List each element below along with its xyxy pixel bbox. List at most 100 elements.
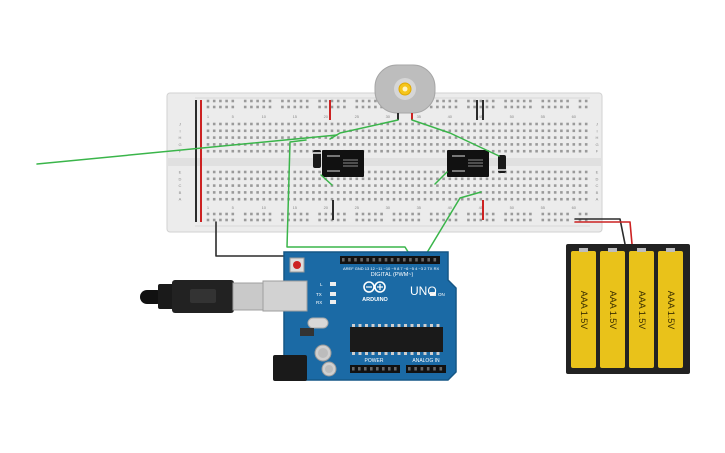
breadboard-hole[interactable] (417, 184, 421, 187)
breadboard-hole[interactable] (560, 170, 563, 174)
breadboard-hole[interactable] (467, 143, 470, 146)
breadboard-hole[interactable] (281, 184, 284, 187)
breadboard-hole[interactable] (436, 136, 439, 139)
breadboard-hole[interactable] (343, 143, 346, 146)
breadboard-hole[interactable] (305, 170, 309, 174)
breadboard-hole[interactable] (504, 122, 507, 126)
breadboard-hole[interactable] (491, 122, 495, 126)
breadboard-hole[interactable] (299, 170, 303, 174)
breadboard-hole[interactable] (485, 212, 489, 216)
breadboard-hole[interactable] (529, 212, 532, 216)
breadboard-hole[interactable] (287, 218, 290, 222)
breadboard-hole[interactable] (529, 197, 532, 201)
breadboard-hole[interactable] (516, 191, 520, 194)
breadboard-hole[interactable] (380, 212, 383, 216)
breadboard-hole[interactable] (225, 170, 228, 174)
bottom-pins[interactable] (352, 367, 443, 371)
breadboard-hole[interactable] (318, 136, 321, 139)
breadboard-hole[interactable] (268, 122, 272, 126)
breadboard-hole[interactable] (566, 122, 569, 126)
breadboard-hole[interactable] (361, 122, 365, 126)
breadboard-hole[interactable] (423, 136, 427, 139)
breadboard-hole[interactable] (318, 129, 321, 133)
breadboard-holes[interactable] (206, 99, 588, 222)
breadboard-hole[interactable] (429, 212, 433, 216)
breadboard-hole[interactable] (349, 184, 352, 187)
breadboard-hole[interactable] (256, 136, 259, 139)
breadboard-hole[interactable] (312, 177, 315, 181)
breadboard-hole[interactable] (219, 218, 222, 222)
breadboard-jumpers[interactable] (195, 100, 484, 222)
breadboard-hole[interactable] (380, 143, 383, 146)
breadboard-hole[interactable] (510, 191, 514, 194)
breadboard-hole[interactable] (429, 129, 433, 133)
breadboard-hole[interactable] (566, 136, 569, 139)
breadboard-hole[interactable] (454, 143, 458, 146)
breadboard-hole[interactable] (312, 191, 315, 194)
diode-right[interactable] (498, 155, 506, 173)
breadboard-hole[interactable] (243, 122, 247, 126)
breadboard-hole[interactable] (467, 105, 470, 109)
breadboard-hole[interactable] (417, 218, 421, 222)
breadboard-hole[interactable] (578, 191, 582, 194)
breadboard-hole[interactable] (281, 105, 284, 109)
breadboard-hole[interactable] (460, 184, 464, 187)
breadboard-hole[interactable] (566, 99, 569, 103)
breadboard-hole[interactable] (504, 143, 507, 146)
breadboard-hole[interactable] (572, 177, 576, 181)
breadboard-hole[interactable] (491, 212, 495, 216)
breadboard-hole[interactable] (250, 99, 253, 103)
breadboard-hole[interactable] (262, 143, 266, 146)
breadboard-hole[interactable] (485, 143, 489, 146)
breadboard-hole[interactable] (336, 136, 340, 139)
breadboard-hole[interactable] (361, 105, 365, 109)
green-wire-relay-left[interactable] (286, 139, 411, 256)
breadboard-hole[interactable] (479, 105, 483, 109)
breadboard-hole[interactable] (467, 99, 470, 103)
breadboard-hole[interactable] (516, 122, 520, 126)
breadboard-hole[interactable] (212, 218, 216, 222)
breadboard-hole[interactable] (578, 149, 582, 153)
breadboard-hole[interactable] (467, 177, 470, 181)
breadboard-hole[interactable] (547, 212, 551, 216)
breadboard-hole[interactable] (250, 136, 253, 139)
breadboard-hole[interactable] (516, 212, 520, 216)
breadboard-hole[interactable] (355, 177, 359, 181)
breadboard-hole[interactable] (417, 122, 421, 126)
breadboard-hole[interactable] (429, 170, 433, 174)
breadboard-hole[interactable] (305, 197, 309, 201)
breadboard-hole[interactable] (392, 184, 396, 187)
breadboard-hole[interactable] (479, 177, 483, 181)
breadboard-hole[interactable] (398, 177, 402, 181)
breadboard-hole[interactable] (374, 212, 377, 216)
breadboard-hole[interactable] (225, 149, 228, 153)
breadboard-hole[interactable] (392, 129, 396, 133)
breadboard-hole[interactable] (398, 122, 402, 126)
breadboard-hole[interactable] (572, 129, 576, 133)
breadboard-hole[interactable] (293, 122, 297, 126)
breadboard-hole[interactable] (436, 177, 439, 181)
breadboard-hole[interactable] (578, 177, 582, 181)
breadboard-hole[interactable] (343, 197, 346, 201)
breadboard-hole[interactable] (299, 129, 303, 133)
breadboard-hole[interactable] (454, 218, 458, 222)
breadboard-hole[interactable] (262, 218, 266, 222)
breadboard-hole[interactable] (318, 197, 321, 201)
breadboard-hole[interactable] (367, 143, 371, 146)
breadboard-hole[interactable] (498, 197, 501, 201)
breadboard-hole[interactable] (330, 99, 334, 103)
breadboard-hole[interactable] (243, 197, 247, 201)
breadboard-hole[interactable] (318, 170, 321, 174)
breadboard-hole[interactable] (584, 218, 588, 222)
breadboard-hole[interactable] (392, 149, 396, 153)
header-pin[interactable] (372, 258, 376, 262)
header-pin[interactable] (433, 258, 437, 262)
breadboard-hole[interactable] (392, 143, 396, 146)
breadboard-hole[interactable] (417, 212, 421, 216)
breadboard-hole[interactable] (380, 136, 383, 139)
breadboard-hole[interactable] (268, 212, 272, 216)
breadboard-hole[interactable] (237, 122, 241, 126)
breadboard-hole[interactable] (336, 177, 340, 181)
breadboard-hole[interactable] (219, 136, 222, 139)
breadboard-hole[interactable] (491, 177, 495, 181)
